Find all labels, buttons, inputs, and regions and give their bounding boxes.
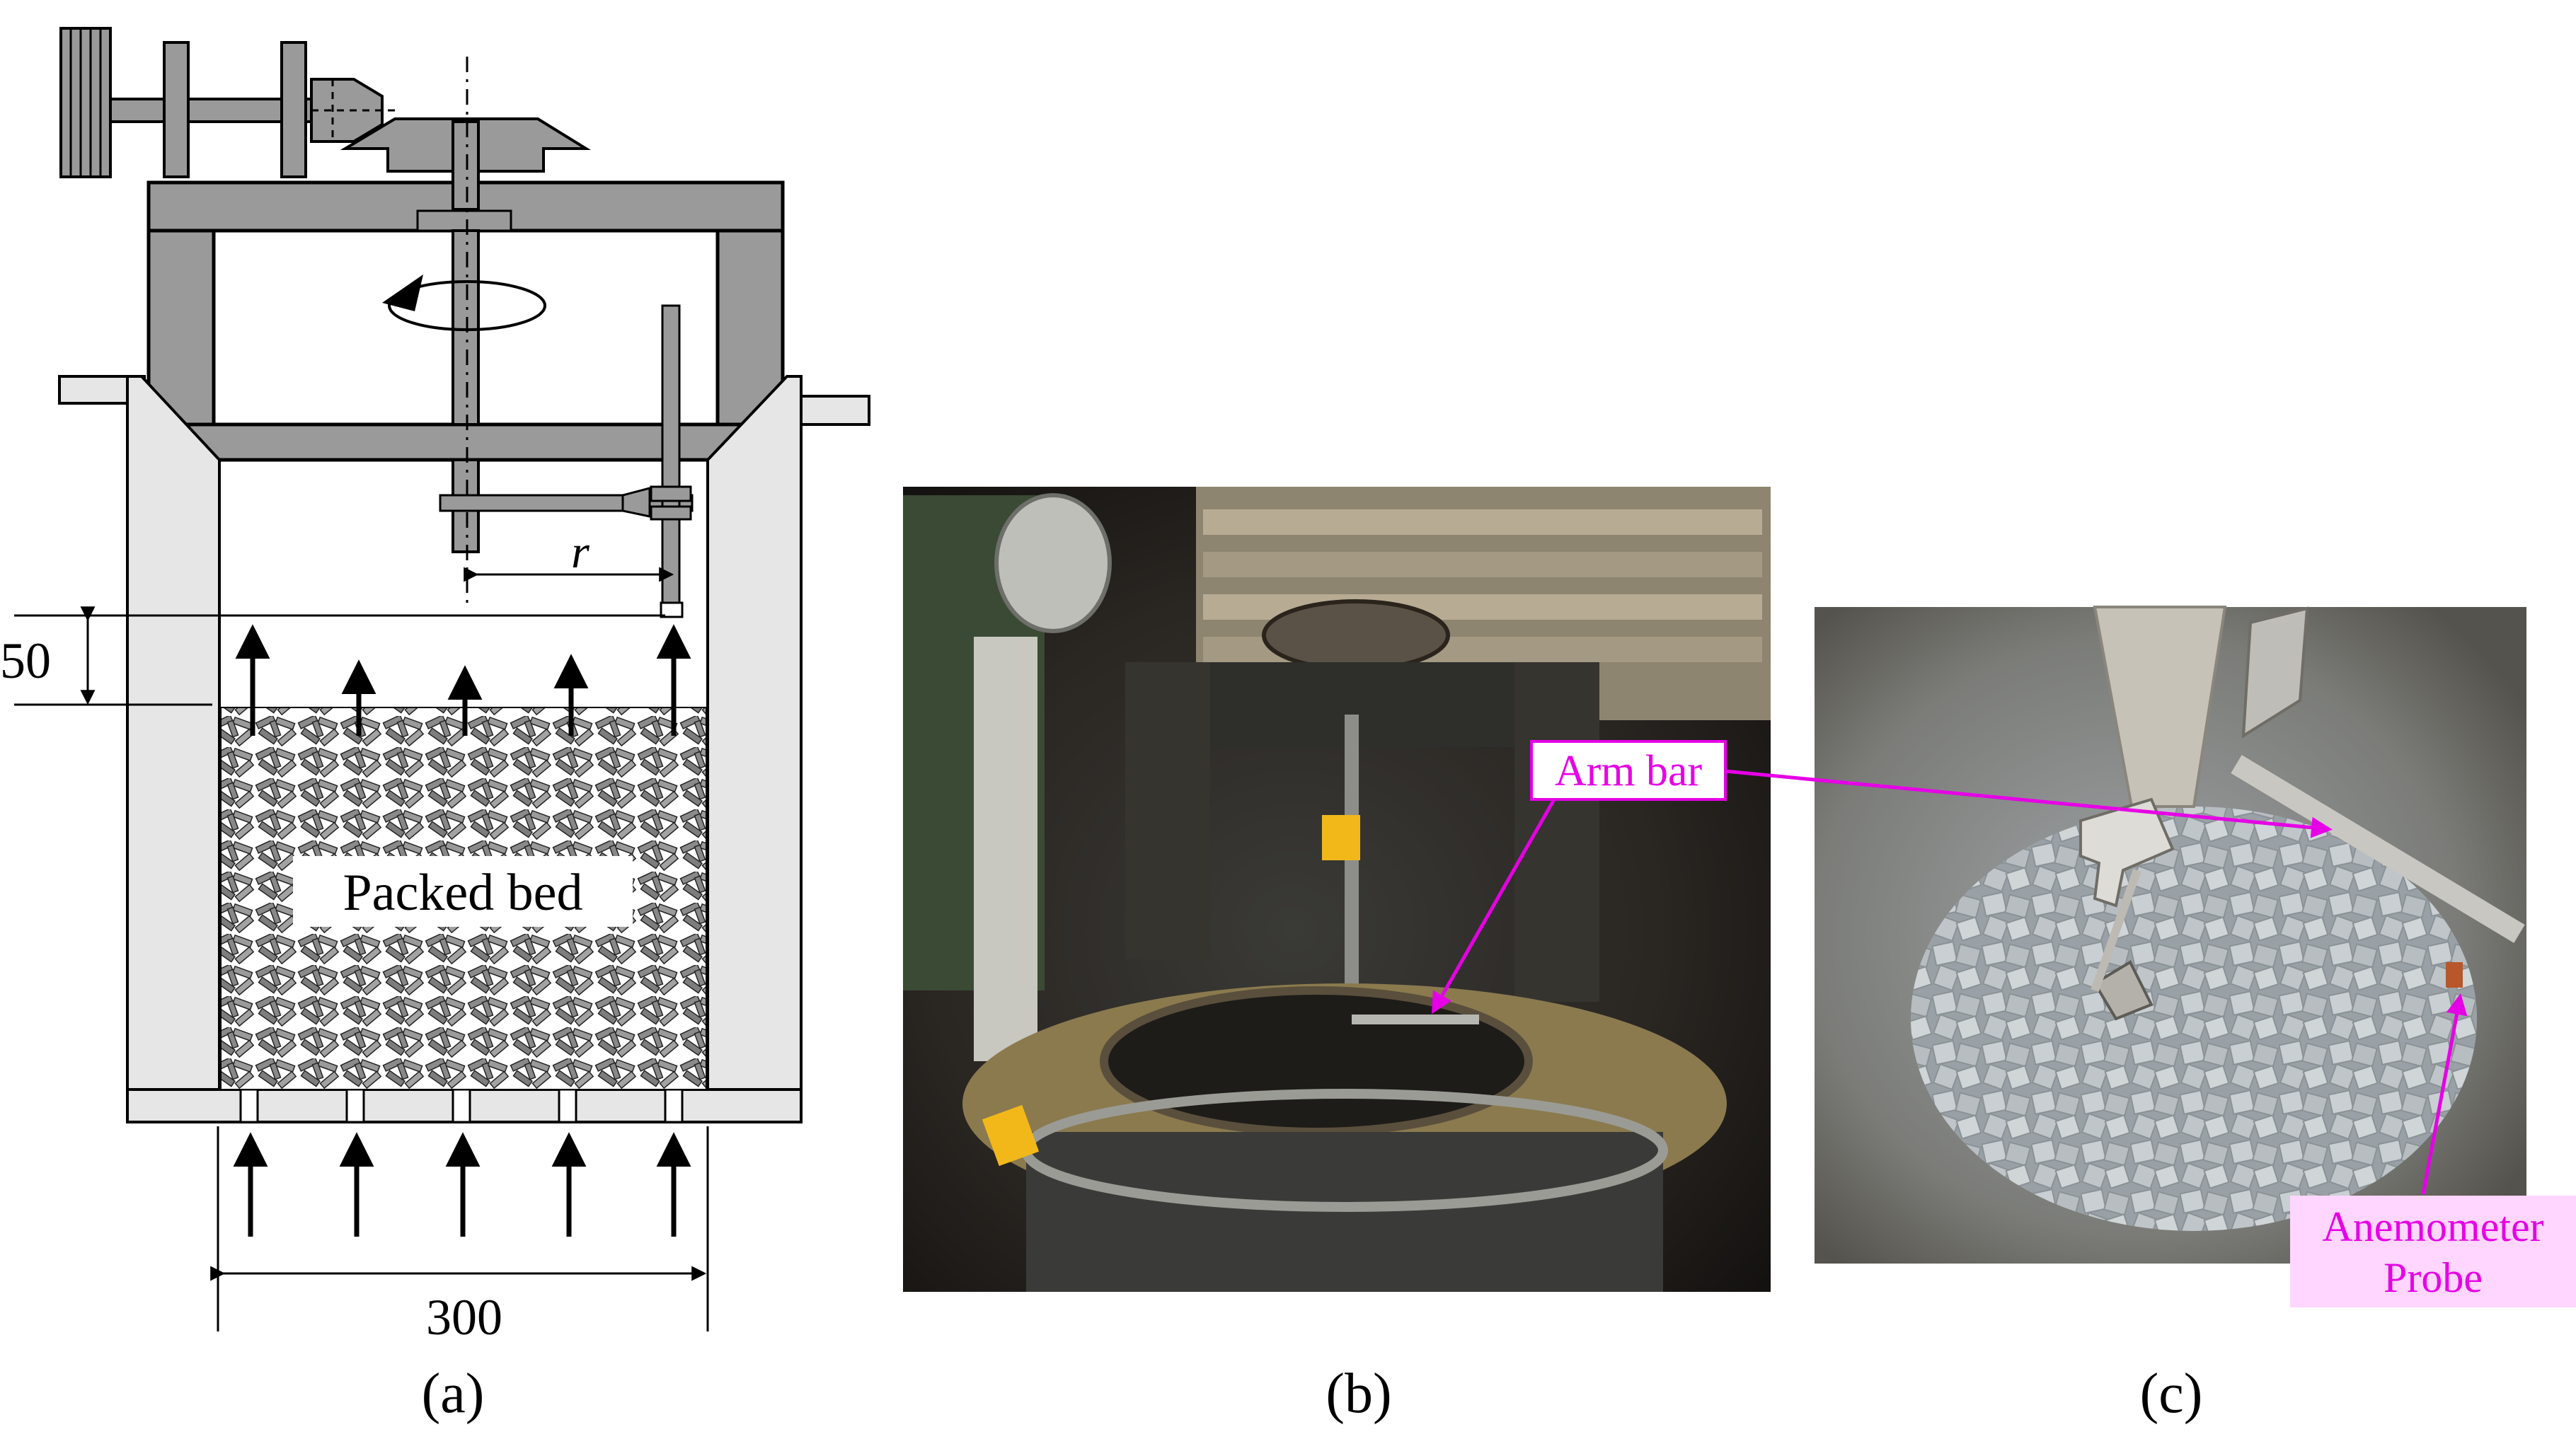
packed-bed-label: Packed bed: [343, 864, 582, 922]
photo-c-shaft: [2093, 606, 2227, 808]
arm-bar-arrow-b: [1432, 798, 1556, 1015]
photo-c-probe-tip: [2446, 962, 2463, 988]
probe-label-line2: Probe: [2384, 1254, 2483, 1301]
photo-b-bevel-gear: [1262, 599, 1450, 671]
arm-bar-label: Arm bar: [1555, 747, 1703, 795]
height-dimension: [14, 606, 665, 706]
width-label: 300: [426, 1289, 502, 1346]
panel-a-schematic: r 50 Packed bed: [0, 27, 870, 1425]
panel-b-photo: Arm bar (b): [903, 487, 1771, 1425]
photo-c-wingnut: [2093, 960, 2154, 1021]
caption-c: (c): [2140, 1363, 2203, 1425]
arm-bar-arrow-c: [1725, 769, 2333, 838]
rotation-arrow-icon: [382, 274, 546, 331]
caption-a: (a): [422, 1363, 485, 1425]
panel-c-photo: Anemometer Probe (c): [1725, 606, 2576, 1425]
photo-c-clamp: [2079, 797, 2175, 908]
photo-c-cube-bed: [1911, 807, 2477, 1231]
photo-b-yellow-tape: [1322, 815, 1360, 860]
photo-b-left-post: [974, 637, 1037, 1061]
photo-b-vessel-inner: [1100, 986, 1533, 1136]
packed-bed-label-bg: [293, 856, 633, 927]
photo-c-screw: [2091, 869, 2141, 992]
height-label: 50: [0, 632, 51, 689]
arm-bar-schematic: [439, 304, 694, 618]
photo-b-yellow-tape-2: [982, 1104, 1040, 1167]
photo-c-upper-bracket: [2241, 606, 2309, 739]
photo-b-arm-bar: [1352, 1015, 1479, 1024]
vessel-walls: [58, 375, 870, 1123]
arm-bar-label-bg: [1530, 740, 1727, 801]
width-dimension: [210, 1126, 709, 1331]
caption-b: (b): [1326, 1363, 1391, 1425]
probe-label-bg: [2290, 1196, 2576, 1307]
probe-label-line1: Anemometer: [2322, 1203, 2543, 1250]
photo-c-arm-bar: [2231, 755, 2525, 943]
rotating-shaft: [452, 57, 480, 608]
outflow-arrows: [235, 624, 691, 736]
probe-arrow: [2421, 993, 2468, 1195]
inflow-arrows: [233, 1132, 691, 1237]
photo-b-shaft: [1345, 715, 1359, 1012]
drive-pulley-assembly: [59, 27, 396, 178]
photo-b-pulley: [994, 493, 1112, 633]
radius-label: r: [571, 526, 590, 578]
